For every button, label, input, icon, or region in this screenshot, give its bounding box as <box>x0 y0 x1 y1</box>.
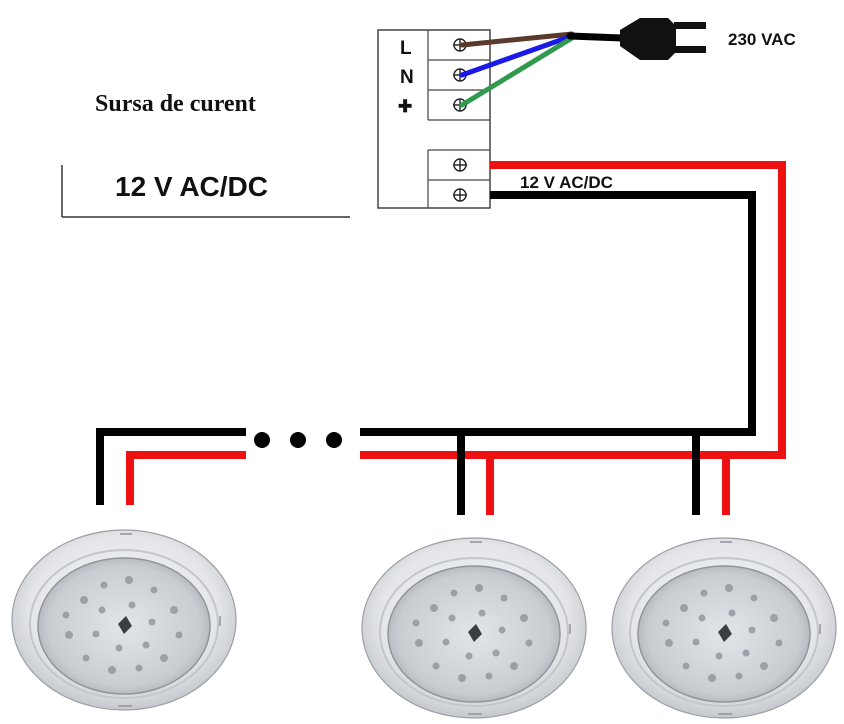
schuko-plug-icon <box>620 18 706 60</box>
terminal-label-earth: ✚ <box>398 97 412 116</box>
power-supply-title: Sursa de curent <box>95 91 256 117</box>
wire-blue <box>459 33 575 78</box>
power-supply-output-rating: 12 V AC/DC <box>115 171 268 202</box>
terminal-label-live: L <box>400 38 412 59</box>
output-voltage-label: 12 V AC/DC <box>520 173 613 192</box>
wire-red-output <box>126 161 786 505</box>
wire-brown <box>459 31 575 48</box>
pool-led-lamp-icon <box>611 537 837 719</box>
terminal-label-neutral: N <box>400 67 414 88</box>
mains-voltage-label: 230 VAC <box>728 30 796 49</box>
continuation-dots-icon <box>254 432 342 448</box>
power-supply-body <box>377 29 491 209</box>
pool-led-lamp-icon <box>361 537 587 719</box>
screw-terminal-icon <box>452 188 468 202</box>
pool-led-lamp-icon <box>11 529 237 711</box>
screw-terminal-icon <box>452 158 468 172</box>
wire-black-output <box>96 191 756 505</box>
wire-green <box>459 35 575 108</box>
